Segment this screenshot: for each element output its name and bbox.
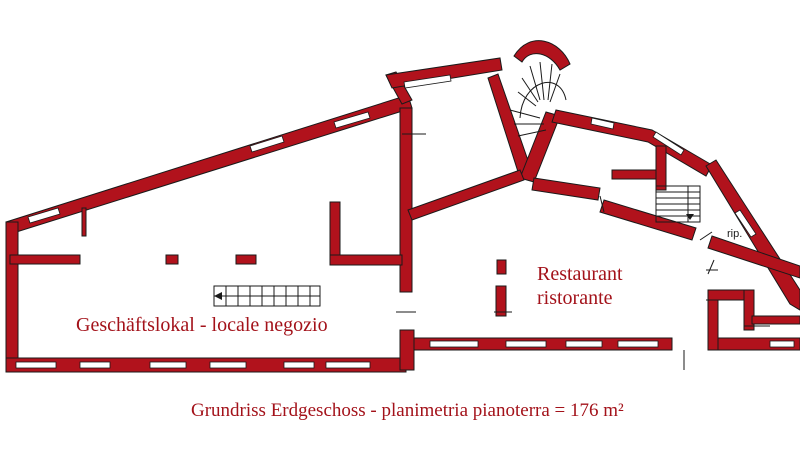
interior-pier-4 — [81, 207, 87, 237]
window-north-1 — [27, 207, 61, 224]
window-south-1 — [15, 361, 57, 369]
partition-shop-restaurant — [399, 107, 413, 293]
windows — [15, 74, 795, 369]
landing-label: rip. — [727, 228, 743, 240]
restaurant-center-pier — [495, 285, 507, 317]
window-east-1 — [590, 117, 615, 130]
interior-pier-1 — [9, 254, 81, 265]
window-south-4 — [209, 361, 247, 369]
interior-pier-2 — [165, 254, 179, 265]
east-upper-wall — [551, 109, 713, 177]
window-east-2 — [652, 131, 685, 156]
window-north-3 — [333, 111, 371, 129]
diagonal-interior-wall — [407, 169, 525, 221]
landing-wall — [707, 235, 800, 279]
restaurant-label-line2: ristorante — [537, 287, 613, 309]
window-north-2 — [249, 135, 285, 153]
kitchen-stair-side — [655, 145, 667, 191]
window-south-7 — [429, 340, 479, 348]
east-room-wall-mid — [751, 315, 800, 325]
east-room-wall-inner — [743, 289, 755, 331]
tower-wall-north — [385, 57, 503, 89]
kitchen-wall-diagonal — [599, 199, 697, 241]
window-south-3 — [149, 361, 187, 369]
interior-beam-shop — [329, 254, 403, 266]
restaurant-east-pier — [496, 259, 507, 275]
interior-pier-3 — [235, 254, 257, 265]
window-east-4 — [769, 340, 795, 348]
restaurant-label-line1: Restaurant — [537, 263, 623, 285]
partition-stub-south — [399, 329, 415, 371]
west-wall — [5, 221, 19, 373]
north-diagonal-wall — [5, 94, 413, 235]
kitchen-wall-north — [531, 177, 601, 201]
window-south-9 — [565, 340, 603, 348]
shop-room-label: Geschäftslokal - locale negozio — [76, 314, 328, 336]
window-south-5 — [283, 361, 315, 369]
restaurant-room-label: Restaurant ristorante — [537, 262, 623, 310]
window-south-6 — [325, 361, 371, 369]
interior-wall-shop-north — [329, 201, 341, 263]
window-east-3 — [734, 209, 757, 238]
kitchen-staircase-icon — [655, 185, 701, 223]
interior-walls — [9, 107, 800, 371]
door-swing-icon — [396, 124, 770, 370]
window-south-10 — [617, 340, 659, 348]
spiral-staircase-icon — [509, 61, 567, 137]
plan-caption: Grundriss Erdgeschoss - planimetria pian… — [191, 400, 624, 421]
window-south-2 — [79, 361, 111, 369]
window-tower-north — [403, 74, 452, 89]
spiral-stair-wall — [513, 40, 571, 71]
tower-diagonal-wall — [487, 73, 533, 179]
staircase-icon — [213, 285, 321, 307]
window-south-8 — [505, 340, 547, 348]
